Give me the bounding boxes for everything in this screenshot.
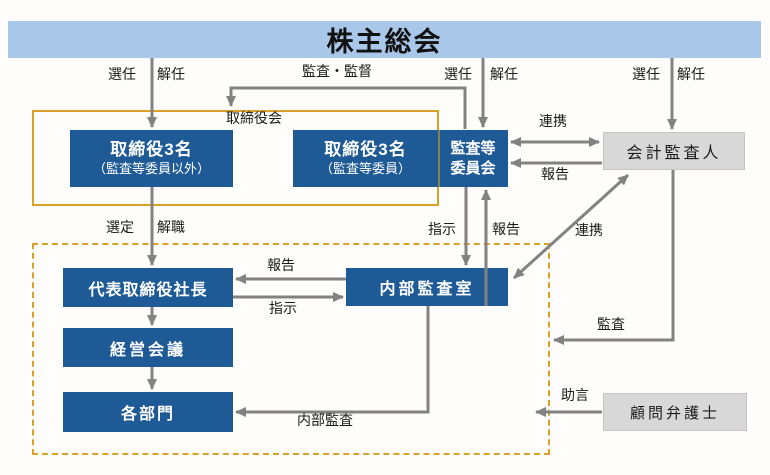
arrow-audit-by-auditor: [553, 170, 675, 345]
directors-audit-inner: 取締役3名 （監査等委員）: [293, 140, 438, 177]
audit-committee-line2: 委員会: [450, 159, 496, 177]
directors-audit-title: 取締役3名: [324, 140, 407, 160]
label-dismiss-left: 解任: [157, 66, 185, 82]
departments-box: 各部門: [63, 392, 233, 432]
management-council-box: 経営会議: [63, 328, 233, 367]
label-advice: 助言: [561, 387, 589, 403]
label-report-from-auditor: 報告: [541, 166, 569, 182]
label-appoint-left: 選任: [108, 66, 136, 82]
label-report-to-president: 報告: [267, 257, 295, 273]
board-of-directors-label: 取締役会: [226, 110, 282, 126]
label-audit-supervise: 監査・監督: [302, 63, 372, 79]
directors-non-audit-box: 取締役3名 （監査等委員以外）: [70, 130, 233, 187]
shareholders-meeting-banner: 株主総会: [8, 21, 761, 58]
audit-committee-label: 監査等 委員会: [438, 139, 508, 178]
label-audit: 監査: [597, 316, 625, 332]
directors-audit-subtitle: （監査等委員）: [319, 160, 411, 176]
board-frame-edge-overlay: [438, 130, 440, 187]
directors-audit-box: 取締役3名 （監査等委員） 監査等 委員会: [293, 130, 508, 187]
label-cooperate-diagonal: 連携: [575, 222, 603, 238]
audit-committee-line1: 監査等: [450, 140, 496, 157]
directors-non-audit-title: 取締役3名: [110, 140, 193, 160]
label-appoint-mid: 選任: [444, 66, 472, 82]
label-discharge: 解職: [157, 219, 185, 235]
label-instruct-committee: 指示: [428, 221, 456, 237]
internal-audit-office-box: 内部監査室: [346, 268, 508, 306]
president-box: 代表取締役社長: [63, 268, 233, 307]
label-report-to-committee: 報告: [492, 221, 520, 237]
label-select: 選定: [106, 219, 134, 235]
accounting-auditor-box: 会計監査人: [603, 132, 745, 170]
corporate-lawyer-box: 顧問弁護士: [603, 393, 747, 431]
label-dismiss-right: 解任: [677, 66, 705, 82]
directors-non-audit-subtitle: （監査等委員以外）: [92, 160, 210, 176]
label-appoint-right: 選任: [632, 66, 660, 82]
label-cooperate-top: 連携: [539, 113, 567, 129]
label-instruct-internal: 指示: [269, 300, 297, 316]
label-internal-audit: 内部監査: [297, 412, 353, 428]
label-dismiss-mid: 解任: [490, 66, 518, 82]
execution-dashed-frame: [32, 243, 550, 455]
